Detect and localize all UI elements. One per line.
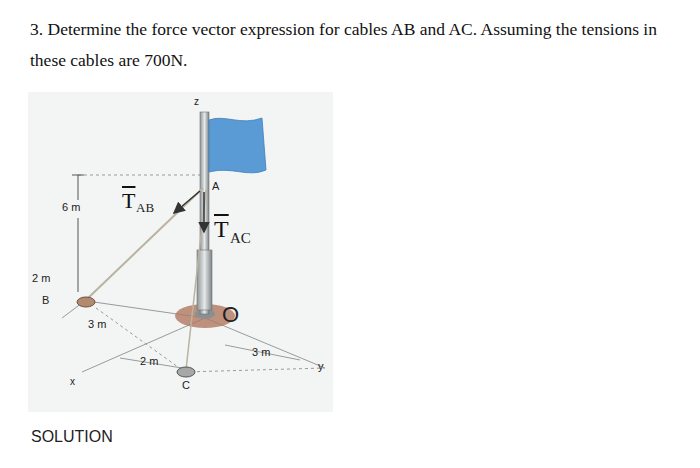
photo-ground — [28, 92, 333, 412]
dimension: 2 m — [140, 355, 158, 367]
force-arrow — [174, 191, 200, 213]
dimension: 6 m — [62, 201, 80, 213]
axis-label: x — [70, 376, 75, 387]
force-label: T — [214, 216, 229, 243]
origin-label: O — [222, 302, 239, 328]
point-label: C — [182, 379, 190, 391]
section-heading: SOLUTION — [31, 428, 113, 446]
anchor-c — [177, 367, 195, 377]
axis-label: z — [194, 96, 199, 107]
anchor-b — [77, 297, 95, 307]
dimension: 2 m — [32, 272, 50, 284]
ground-lines — [62, 175, 325, 372]
force-arrow — [203, 192, 205, 232]
dimension-line — [72, 175, 84, 292]
force-label: T — [122, 188, 135, 214]
force-subscript: AB — [136, 200, 154, 216]
pole-sleeve — [197, 250, 212, 310]
force-subscript: AC — [230, 230, 251, 247]
dimension: 3 m — [88, 318, 106, 330]
cable-ab — [86, 188, 203, 300]
flag — [209, 118, 266, 173]
axis-label: y — [318, 360, 324, 372]
cable-ac — [186, 190, 206, 370]
dimension: 3 m — [252, 346, 270, 358]
problem-text: 3. Determine the force vector expression… — [30, 14, 680, 76]
point-label: A — [212, 180, 219, 192]
point-label: B — [42, 294, 49, 306]
